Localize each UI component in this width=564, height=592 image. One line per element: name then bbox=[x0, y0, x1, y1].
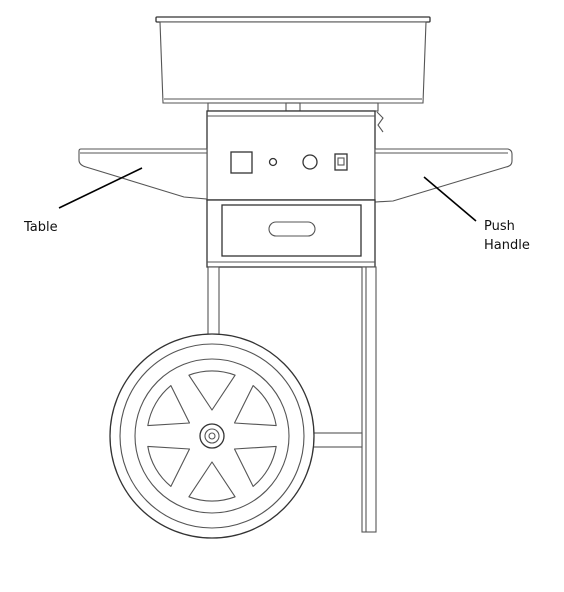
table-shelf bbox=[78, 148, 208, 200]
push-handle-label-line1: Push bbox=[484, 219, 515, 234]
cart-wheel bbox=[109, 333, 315, 539]
push-handle bbox=[374, 148, 513, 203]
wheel-window bbox=[233, 445, 277, 487]
table-label: Table bbox=[24, 220, 58, 235]
wheel-window bbox=[147, 445, 191, 487]
push-handle-label-line2: Handle bbox=[484, 237, 530, 253]
wheel-window bbox=[147, 385, 191, 427]
power-switch bbox=[334, 153, 348, 171]
wheel-window bbox=[188, 370, 236, 411]
indicator-dot bbox=[268, 157, 278, 167]
wheel-window bbox=[233, 385, 277, 427]
drawer-frame bbox=[206, 199, 376, 268]
drawer bbox=[221, 204, 362, 257]
wheel-hub bbox=[199, 423, 225, 449]
push-handle-label: Push Handle bbox=[484, 218, 530, 256]
drawer-handle bbox=[268, 221, 316, 237]
wheel-window bbox=[188, 461, 236, 502]
table-leader-line bbox=[58, 167, 143, 209]
control-cabinet bbox=[206, 110, 384, 201]
cart-legs bbox=[207, 266, 377, 533]
bowl bbox=[155, 16, 431, 112]
push-handle-leader-line bbox=[423, 176, 477, 222]
control-panel-square bbox=[230, 151, 253, 174]
wheel-spokes bbox=[147, 370, 277, 502]
control-knob bbox=[302, 154, 318, 170]
